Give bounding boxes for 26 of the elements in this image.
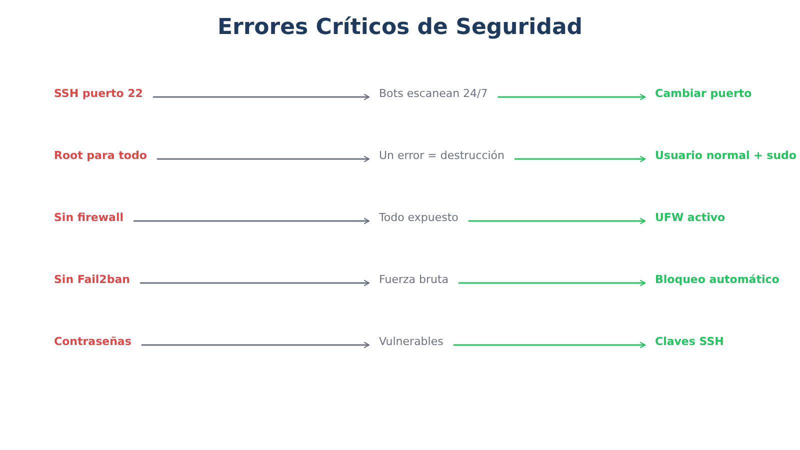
arrow [458, 280, 646, 286]
arrow [140, 280, 370, 286]
consequence-text: Bots escanean 24/7 [379, 87, 488, 101]
arrow [152, 94, 370, 100]
arrow [498, 94, 646, 100]
consequence-text: Fuerza bruta [379, 273, 449, 287]
solution-text: UFW activo [655, 211, 726, 225]
consequence-text: Un error = destrucción [379, 149, 505, 163]
consequence-text: Todo expuesto [379, 211, 458, 225]
arrow [156, 156, 370, 162]
problem-text: Sin Fail2ban [54, 273, 130, 287]
arrow [468, 218, 646, 224]
arrow [514, 156, 646, 162]
arrow [134, 218, 370, 224]
problem-text: Root para todo [54, 149, 147, 163]
problem-text: Contraseñas [54, 335, 132, 349]
arrow [141, 342, 370, 348]
solution-text: Cambiar puerto [655, 87, 752, 101]
problem-text: Sin firewall [54, 211, 124, 225]
solution-text: Bloqueo automático [655, 273, 780, 287]
diagram-title: Errores Críticos de Seguridad [217, 15, 583, 40]
solution-text: Claves SSH [655, 335, 724, 349]
arrow [453, 342, 646, 348]
problem-text: SSH puerto 22 [54, 87, 143, 101]
consequence-text: Vulnerables [379, 335, 444, 349]
solution-text: Usuario normal + sudo [655, 149, 796, 163]
